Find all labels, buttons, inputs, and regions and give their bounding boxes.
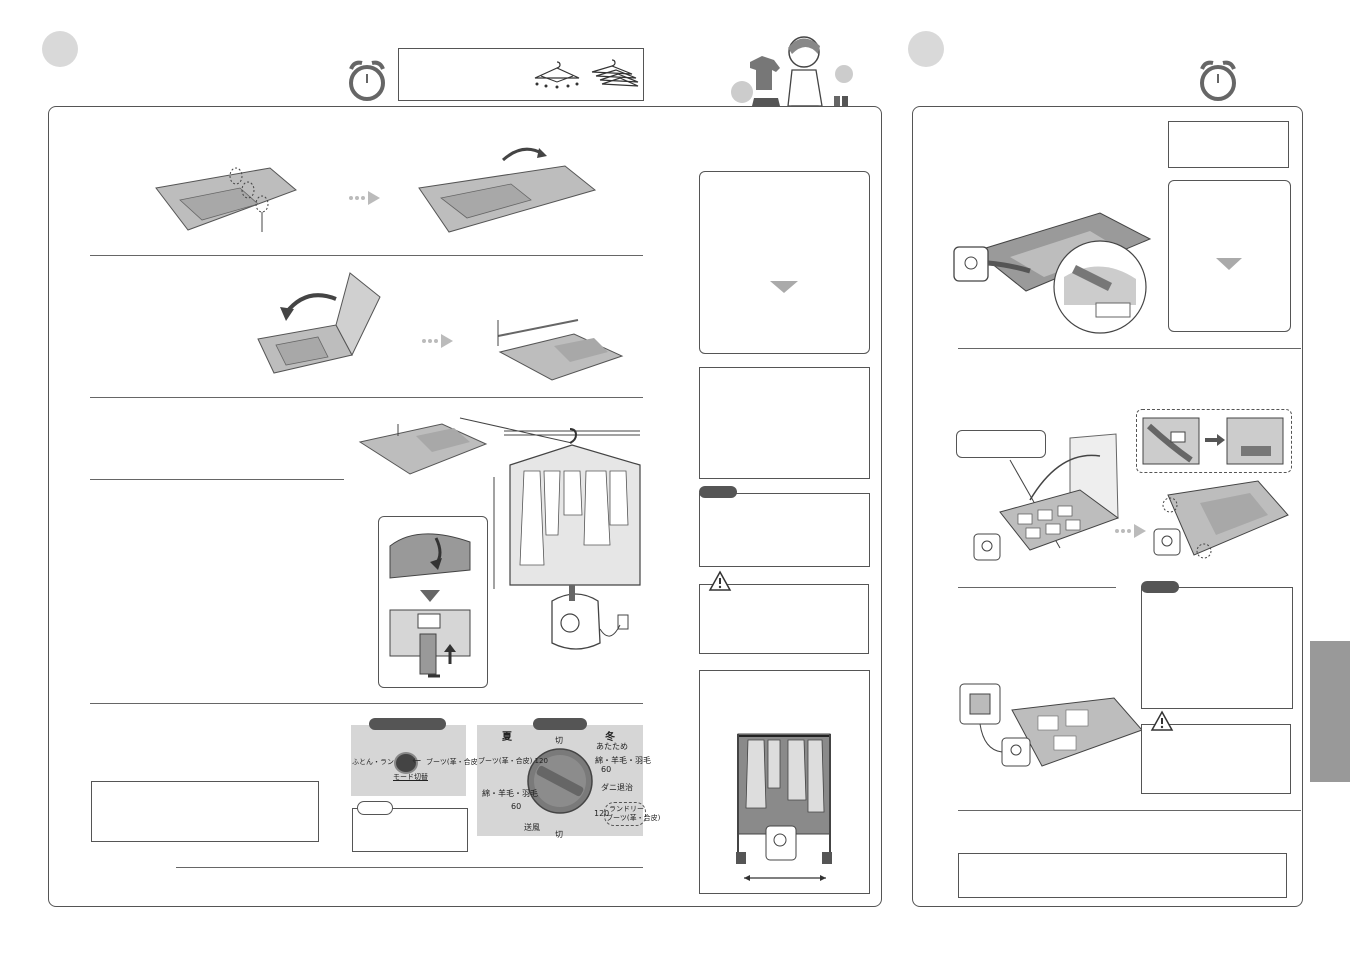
dial-label-wool-winter: 綿・羊毛・羽毛 (595, 756, 651, 765)
sidebar-box-2 (699, 367, 870, 479)
memo-box-right (1141, 587, 1293, 709)
info-box-right-top (1168, 121, 1289, 168)
warning-icon (708, 570, 732, 591)
zipper-close-illustration (1142, 417, 1284, 465)
down-triangle-icon (770, 281, 798, 293)
timer-dial-header-pill (533, 718, 587, 730)
note-tab (357, 801, 393, 815)
section-index-tab[interactable] (1310, 641, 1350, 782)
dial-label-warm: あたため (596, 742, 628, 751)
sidebar-box-3 (699, 493, 870, 567)
memo-pill-right (1141, 581, 1179, 593)
divider (90, 479, 344, 480)
mode-switch-left-label: ふとん・ランドリー (352, 758, 415, 766)
drying-mat-fold-illustration (418, 147, 597, 233)
zipper-detail-illustration (389, 533, 471, 678)
dial-label-laundry: ランドリー (609, 805, 644, 813)
mode-switch-right-label: ブーツ(革・合皮) (426, 758, 481, 766)
arrow-right-icon (349, 191, 380, 205)
laundry-on-mat-illustration (973, 433, 1120, 561)
dial-label-60-winter: 60 (601, 765, 612, 774)
folded-mat-illustration (497, 319, 624, 381)
dial-label-fan: 送風 (524, 823, 540, 832)
dial-label-wool-summer: 綿・羊毛・羽毛 (482, 789, 538, 798)
page-number-badge-left (42, 31, 78, 67)
dial-label-mite: ダニ退治 (601, 783, 633, 792)
info-box-left (91, 781, 319, 842)
caution-box-left (699, 584, 869, 654)
mode-switch-header-pill (369, 718, 446, 730)
flat-mat-illustration (358, 423, 488, 475)
dial-label-60-summer: 60 (511, 802, 522, 811)
dial-laundry-highlight (604, 802, 646, 826)
mode-switch-caption: モード切替 (393, 773, 428, 781)
dial-off-top-label: 切 (555, 736, 563, 745)
arrow-right-icon (422, 334, 453, 348)
alarm-clock-icon (1200, 60, 1236, 101)
page-number-badge-right (908, 31, 944, 67)
divider (958, 587, 1116, 588)
closed-mat-with-dryer-illustration (1153, 480, 1289, 559)
divider (90, 397, 643, 398)
hanger-icon (534, 61, 580, 89)
sidebar-box-1 (699, 171, 870, 354)
dial-label-boots-120: ブーツ(革・合皮) 120 (478, 757, 548, 765)
arrow-right-icon (1115, 524, 1146, 538)
season-winter-label: 冬 (605, 732, 615, 743)
info-box-right-bottom (958, 853, 1287, 898)
warning-icon (1150, 710, 1174, 731)
drying-mat-illustration (155, 167, 297, 232)
caution-box-right (1141, 724, 1291, 794)
memo-pill (699, 486, 737, 498)
divider (90, 255, 643, 256)
note-box (352, 808, 468, 852)
hanger-icon (591, 59, 639, 87)
mode-switch-toggle[interactable] (394, 752, 418, 774)
down-triangle-icon (420, 590, 440, 602)
arrow-left-icon: ← (412, 754, 422, 767)
season-summer-label: 夏 (502, 732, 512, 743)
clothes-rack-illustration (736, 733, 832, 881)
dial-label-boots-laundry: ブーツ(革・合皮) (606, 814, 661, 822)
dial-label-120: 120 (594, 809, 610, 818)
zipper-detail-dashed-box (1136, 409, 1292, 473)
plug-in-illustration (959, 683, 1143, 767)
divider (958, 348, 1301, 349)
info-box-right-2 (1168, 180, 1291, 332)
speech-bubble-box (956, 430, 1046, 458)
divider (90, 703, 643, 704)
dryer-with-mat-illustration (953, 212, 1152, 334)
dial-off-bottom-label: 切 (555, 830, 563, 839)
divider (176, 867, 643, 868)
wardrobe-cover-illustration (459, 417, 641, 650)
divider (958, 810, 1301, 811)
down-triangle-icon (1216, 258, 1242, 270)
mat-fold-over-illustration (257, 272, 381, 374)
alarm-clock-icon (349, 60, 385, 101)
timer-dial-knob[interactable] (525, 746, 595, 816)
